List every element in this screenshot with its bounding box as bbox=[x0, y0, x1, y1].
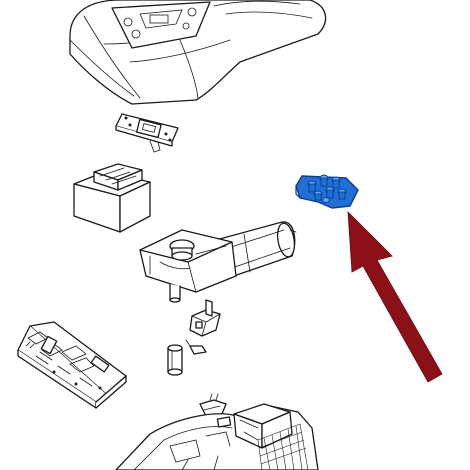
base-housing bbox=[115, 403, 319, 470]
small-connector bbox=[199, 393, 227, 417]
top-cover bbox=[69, 0, 327, 105]
capacitor bbox=[167, 339, 207, 376]
control-panel-board bbox=[115, 113, 179, 153]
limit-switch bbox=[189, 299, 221, 337]
highlighted-part[interactable] bbox=[295, 174, 359, 209]
gear-motor bbox=[139, 221, 297, 303]
main-control-board bbox=[17, 321, 127, 409]
pointer-arrow bbox=[347, 210, 443, 383]
transformer bbox=[73, 163, 151, 233]
